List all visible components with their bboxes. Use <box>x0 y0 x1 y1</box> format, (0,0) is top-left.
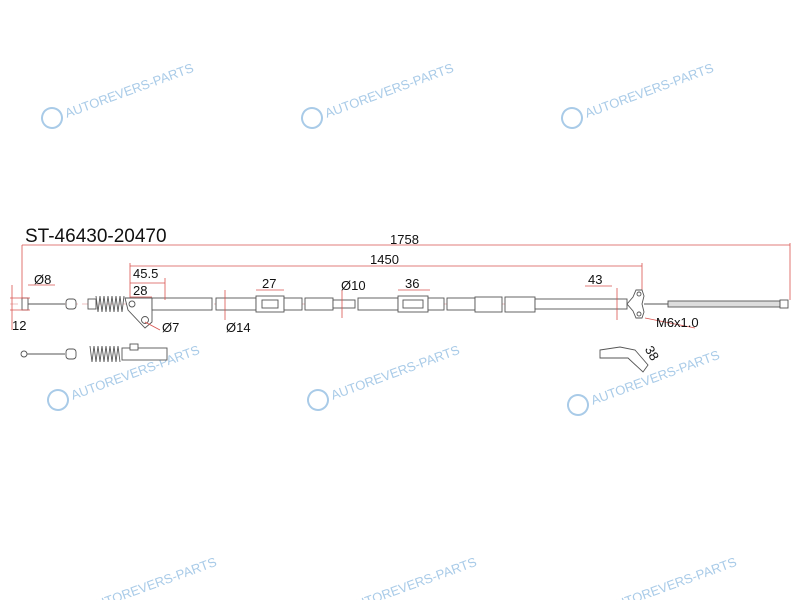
sheath-segment <box>534 298 628 310</box>
logo-icon <box>561 107 583 129</box>
spring-coil <box>95 295 125 313</box>
part-number: ST-46430-20470 <box>25 226 167 247</box>
logo-icon <box>301 107 323 129</box>
bracket-hole <box>141 316 149 324</box>
mounting-flange <box>626 289 645 319</box>
dim-36: 36 <box>405 276 419 291</box>
dim-d14: Ø14 <box>226 320 251 335</box>
rod-end <box>779 299 789 309</box>
left-end-side-view <box>20 343 168 363</box>
dim-1450: 1450 <box>370 252 399 267</box>
thread-spec: M6x1.0 <box>656 315 699 330</box>
sheath-segment <box>357 297 399 311</box>
dim-45-5: 45.5 <box>133 266 158 281</box>
logo-icon <box>41 107 63 129</box>
flange-hole <box>636 291 642 297</box>
sheath-segment <box>504 296 536 313</box>
watermark-5: AUTOREVERS-PARTS <box>307 342 462 411</box>
dim-d7: Ø7 <box>162 320 179 335</box>
logo-icon <box>567 394 589 416</box>
dim-leader <box>644 317 696 329</box>
svg-text:AUTOREVERS-PARTS: AUTOREVERS-PARTS <box>63 60 196 121</box>
grommet-inner <box>402 299 424 309</box>
logo-icon <box>307 389 329 411</box>
dim-28: 28 <box>133 283 147 298</box>
ball-end <box>20 350 28 358</box>
sheath-segment <box>474 296 503 313</box>
svg-text:AUTOREVERS-PARTS: AUTOREVERS-PARTS <box>346 554 479 600</box>
watermark-6: AUTOREVERS-PARTS <box>567 347 722 416</box>
watermark-8: AUTOREVERS-PARTS <box>346 554 479 600</box>
watermark-2: AUTOREVERS-PARTS <box>301 60 456 129</box>
spring-collar <box>87 298 97 310</box>
sheath-segment <box>215 297 257 311</box>
bracket-hole <box>128 300 136 308</box>
spring-coil <box>89 345 121 363</box>
sheath-segment <box>283 297 303 311</box>
spring <box>87 295 125 313</box>
dim-1758: 1758 <box>390 232 419 247</box>
dim-27: 27 <box>262 276 276 291</box>
dim-43: 43 <box>588 272 602 287</box>
sheath-segment <box>332 299 356 309</box>
sheath-segment <box>427 297 445 311</box>
dim-d10: Ø10 <box>341 278 366 293</box>
watermark-1: AUTOREVERS-PARTS <box>41 60 196 129</box>
grommet-inner <box>261 299 279 309</box>
watermark-9: AUTOREVERS-PARTS <box>606 554 739 600</box>
sheath-segment <box>151 297 213 311</box>
svg-text:AUTOREVERS-PARTS: AUTOREVERS-PARTS <box>329 342 462 403</box>
boot <box>65 298 77 310</box>
bracket <box>599 346 649 373</box>
dim-12: 12 <box>12 318 26 333</box>
svg-text:AUTOREVERS-PARTS: AUTOREVERS-PARTS <box>606 554 739 600</box>
svg-text:AUTOREVERS-PARTS: AUTOREVERS-PARTS <box>323 60 456 121</box>
dim-d8: Ø8 <box>34 272 51 287</box>
sheath-segment <box>446 297 476 311</box>
dim-38: 38 <box>642 343 662 363</box>
svg-text:AUTOREVERS-PARTS: AUTOREVERS-PARTS <box>86 554 219 600</box>
watermark-3: AUTOREVERS-PARTS <box>561 60 716 129</box>
watermark-7: AUTOREVERS-PARTS <box>86 554 219 600</box>
bracket <box>121 347 168 361</box>
cable-end-nipple <box>21 297 29 311</box>
boot <box>65 348 77 360</box>
sheath-segment <box>304 297 334 311</box>
logo-icon <box>47 389 69 411</box>
dim-leader <box>144 321 161 331</box>
svg-text:AUTOREVERS-PARTS: AUTOREVERS-PARTS <box>583 60 716 121</box>
flange-hole <box>636 311 642 317</box>
right-bracket-side-view <box>599 346 649 373</box>
bracket-tab <box>129 343 139 351</box>
threaded-rod <box>667 300 781 308</box>
